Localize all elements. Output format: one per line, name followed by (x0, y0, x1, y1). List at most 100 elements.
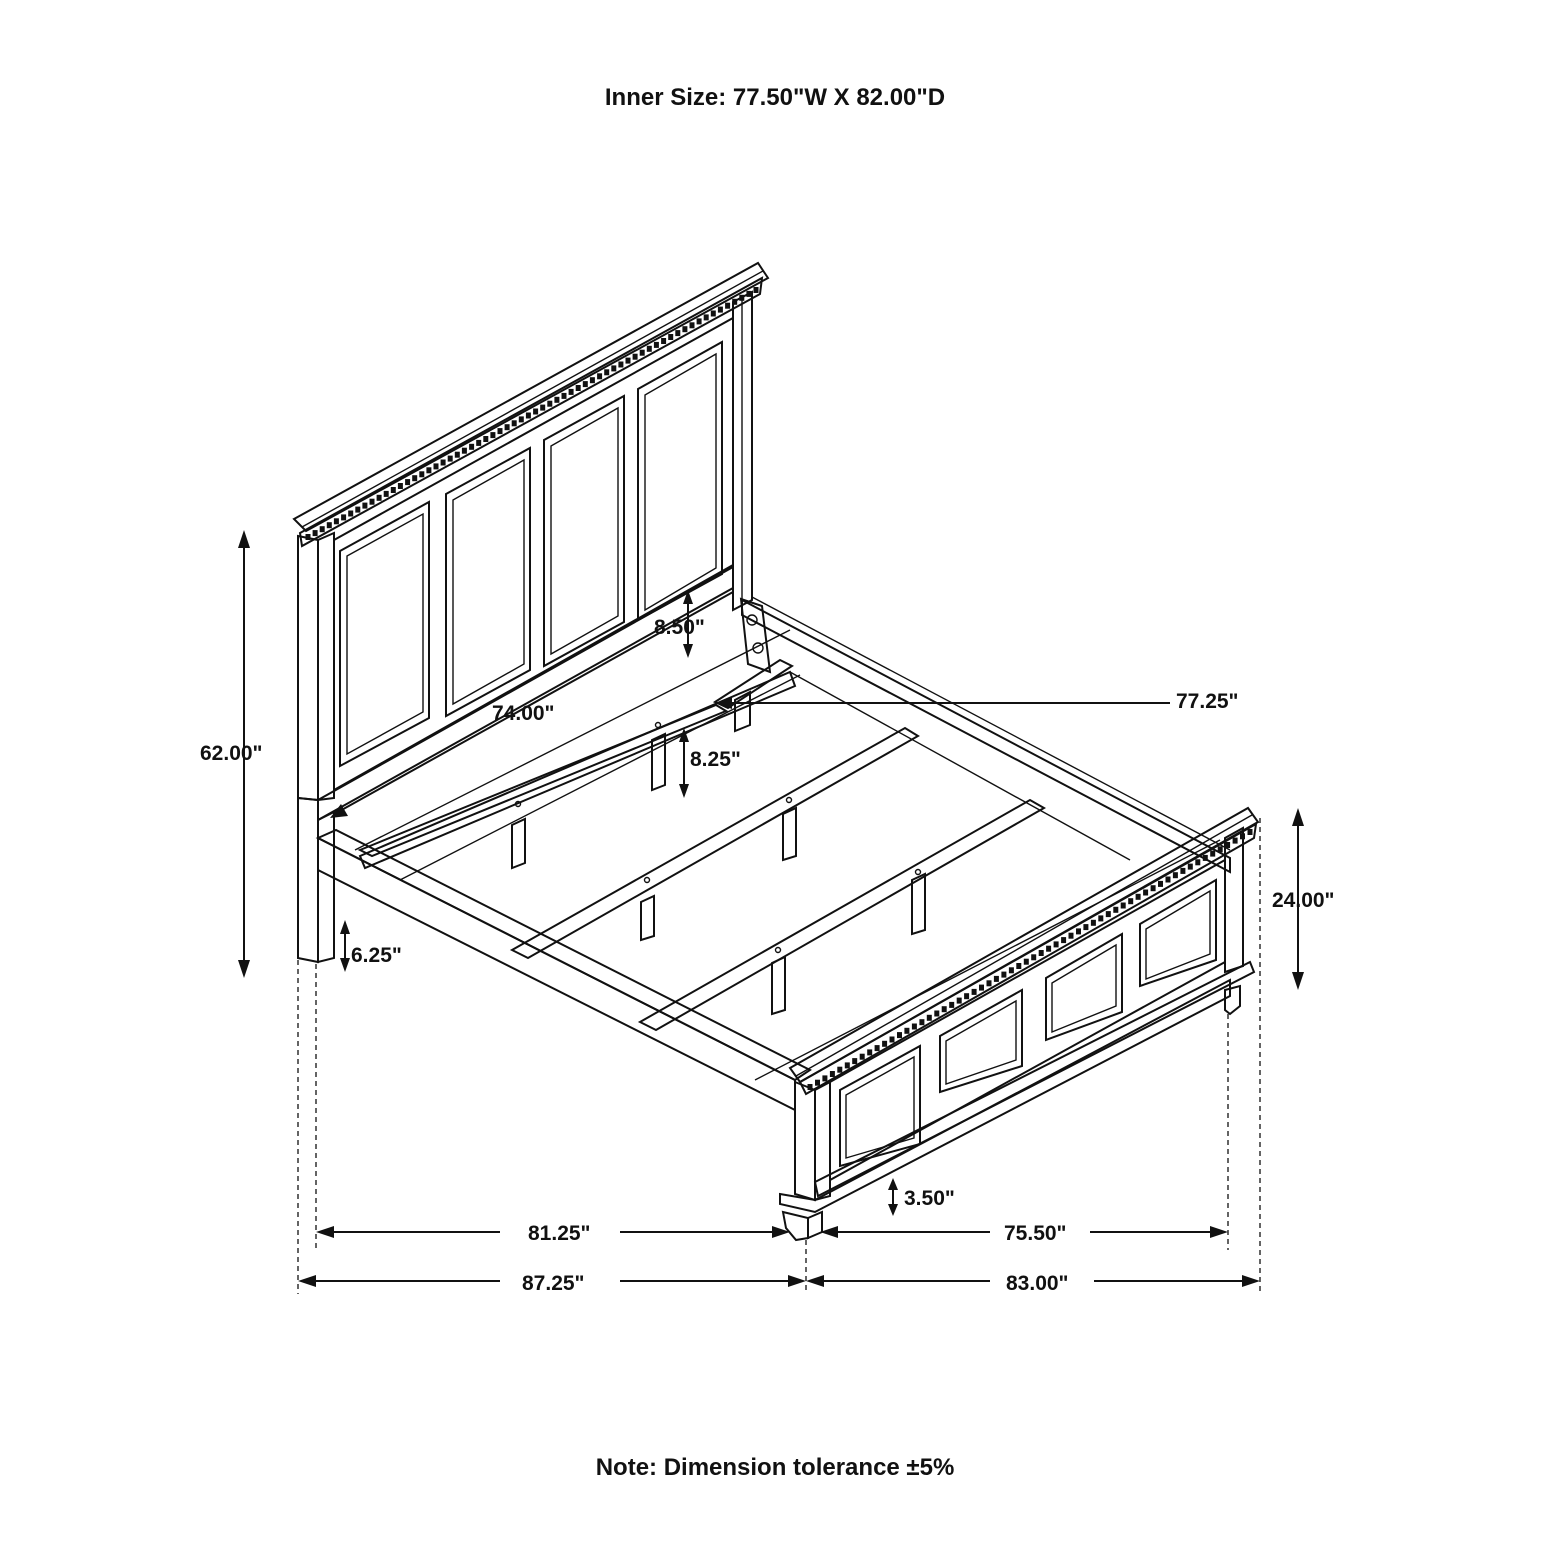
dentil (1210, 850, 1216, 857)
dim-rail-to-floor: 8.25" (690, 748, 741, 771)
dentil (904, 1027, 910, 1034)
dentil (412, 475, 418, 482)
dentil (1172, 872, 1178, 879)
dim-footboard-height: 24.00" (1272, 889, 1335, 912)
dentil (461, 447, 467, 454)
dentil (1165, 876, 1171, 883)
dentil (490, 432, 496, 439)
dim-headboard-height: 62.00" (200, 742, 263, 765)
dentil (540, 404, 546, 411)
dentil (941, 1006, 947, 1013)
dentil (639, 349, 645, 356)
dentil (979, 984, 984, 991)
dentil (689, 322, 695, 329)
dim-inner-width: 74.00" (492, 702, 555, 725)
dentil (668, 334, 674, 340)
dentil (1083, 924, 1089, 931)
dentil (696, 318, 702, 325)
dentil (1061, 937, 1067, 944)
dentil (1068, 932, 1074, 939)
dentil (753, 287, 759, 293)
dentil (525, 412, 531, 419)
dentil (618, 361, 624, 368)
dentil (867, 1049, 873, 1056)
dentil (447, 455, 453, 462)
dentil (829, 1071, 835, 1077)
slats (357, 658, 1047, 1032)
dentil (1150, 885, 1156, 892)
dentil (625, 357, 631, 364)
dentil (993, 975, 999, 982)
dentil (568, 388, 574, 395)
dentil (1180, 867, 1186, 874)
dentil (433, 463, 439, 470)
dentil (575, 385, 581, 391)
dentil (426, 467, 432, 474)
dentil (1113, 906, 1119, 913)
dentil (604, 369, 610, 376)
dentil (934, 1010, 940, 1017)
dentil (597, 373, 603, 380)
dentil (710, 310, 716, 317)
dentil (419, 471, 425, 478)
dentil (661, 338, 667, 344)
dim-rail-height: 8.50" (654, 616, 705, 639)
side-rails (315, 596, 1231, 1112)
dentil (376, 494, 382, 501)
dentil (1225, 842, 1231, 848)
footboard (779, 806, 1260, 1242)
dentil (1076, 928, 1081, 935)
dentil (926, 1014, 932, 1021)
dentil (397, 483, 403, 489)
dentil (844, 1062, 850, 1069)
tolerance-note: Note: Dimension tolerance ±5% (595, 1454, 955, 1481)
dentil (815, 1079, 820, 1086)
dentil (1008, 967, 1014, 974)
dentil (1187, 863, 1193, 870)
dentil (383, 490, 389, 497)
dentil (1217, 846, 1223, 853)
dentil (956, 997, 962, 1004)
dentil (1090, 919, 1096, 926)
dim-inner-length: 77.25" (1176, 690, 1239, 713)
dentil (589, 377, 595, 384)
dentil (822, 1075, 828, 1082)
dentil (1046, 945, 1052, 952)
dentil (1120, 902, 1126, 909)
dentil (504, 424, 510, 431)
dentil (518, 416, 524, 423)
dentil (882, 1040, 888, 1047)
dentil (312, 530, 318, 537)
dentil (390, 487, 396, 493)
dentil (582, 381, 588, 388)
dentil (511, 420, 517, 427)
dentil (497, 428, 503, 435)
dentil (1098, 915, 1104, 922)
dentil (1053, 941, 1059, 948)
dentil (632, 353, 638, 360)
dentil (1247, 829, 1253, 835)
dentil (1023, 958, 1029, 965)
dim-footboard-inner-width: 75.50" (1004, 1222, 1067, 1245)
dentil (341, 514, 347, 521)
dentil (949, 1001, 955, 1008)
headboard (292, 261, 770, 964)
dentil (362, 502, 368, 509)
dentil (964, 993, 970, 1000)
dentil (1135, 893, 1141, 900)
dentil (1031, 954, 1037, 961)
dimension-lines (238, 530, 1304, 1294)
dim-overall-length: 87.25" (522, 1272, 585, 1295)
dentil (405, 479, 411, 486)
dentil (1195, 859, 1201, 866)
dentil (319, 526, 325, 533)
dentil (561, 392, 567, 399)
dentil (1128, 898, 1134, 905)
dentil (725, 302, 731, 309)
dim-overall-width: 83.00" (1006, 1272, 1069, 1295)
dentil (852, 1058, 858, 1065)
dentil (369, 498, 375, 505)
dim-leg-height: 6.25" (351, 944, 402, 967)
